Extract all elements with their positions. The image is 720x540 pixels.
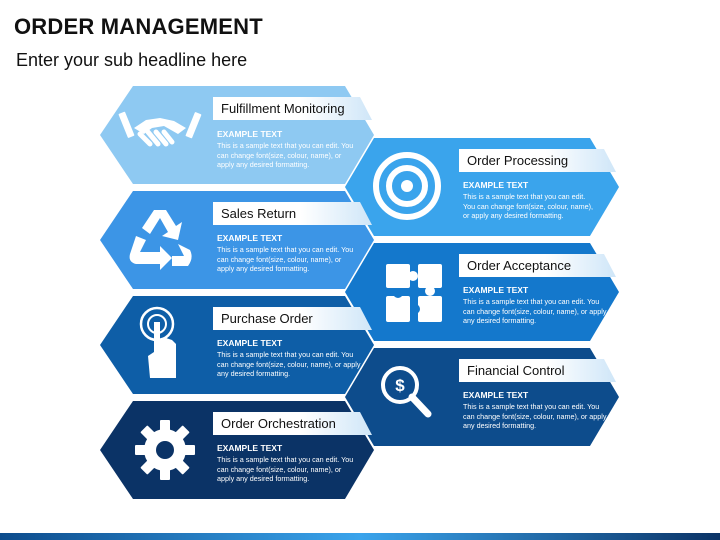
page-title: ORDER MANAGEMENT — [14, 14, 263, 39]
text-body: This is a sample text that you can edit.… — [217, 245, 354, 274]
label-order-processing: Order Processing — [467, 153, 569, 168]
text-heading: EXAMPLE TEXT — [463, 285, 529, 295]
label-purchase-order: Purchase Order — [221, 311, 313, 326]
text-sales-return: EXAMPLE TEXT This is a sample text that … — [217, 233, 357, 274]
text-fulfillment-monitoring: EXAMPLE TEXT This is a sample text that … — [217, 129, 357, 170]
text-body: This is a sample text that you can edit.… — [217, 141, 354, 170]
page-subtitle: Enter your sub headline here — [16, 50, 248, 70]
text-body: This is a sample text that you can edit.… — [217, 455, 354, 484]
text-order-orchestration: EXAMPLE TEXT This is a sample text that … — [217, 443, 359, 484]
label-sales-return: Sales Return — [221, 206, 297, 221]
touch-icon — [139, 306, 176, 378]
text-heading: EXAMPLE TEXT — [463, 180, 529, 190]
text-body: This is a sample text that you can edit.… — [463, 402, 607, 431]
text-body: This is a sample text that you can edit.… — [463, 192, 593, 221]
text-heading: EXAMPLE TEXT — [217, 233, 283, 243]
label-ribbon-sales-return — [213, 202, 372, 225]
text-heading: EXAMPLE TEXT — [217, 129, 283, 139]
label-ribbon-fulfillment — [213, 97, 372, 120]
text-financial-control: EXAMPLE TEXT This is a sample text that … — [463, 390, 609, 431]
label-order-acceptance: Order Acceptance — [467, 258, 572, 273]
label-financial-control: Financial Control — [467, 363, 565, 378]
label-ribbon-order-processing — [459, 149, 616, 172]
text-body: This is a sample text that you can edit.… — [217, 350, 361, 379]
puzzle-icon — [386, 264, 442, 322]
text-purchase-order: EXAMPLE TEXT This is a sample text that … — [217, 338, 363, 379]
money-search-icon: $ — [381, 366, 432, 418]
text-heading: EXAMPLE TEXT — [217, 338, 283, 348]
label-ribbon-order-acceptance — [459, 254, 616, 277]
label-ribbon-purchase-order — [213, 307, 372, 330]
label-ribbon-order-orchestration — [213, 412, 372, 435]
text-heading: EXAMPLE TEXT — [217, 443, 283, 453]
text-order-acceptance: EXAMPLE TEXT This is a sample text that … — [463, 285, 609, 326]
bottom-bar — [0, 533, 720, 540]
text-body: This is a sample text that you can edit.… — [463, 297, 607, 326]
label-order-orchestration: Order Orchestration — [221, 416, 336, 431]
target-icon — [373, 152, 441, 220]
text-heading: EXAMPLE TEXT — [463, 390, 529, 400]
svg-text:$: $ — [395, 376, 405, 395]
label-fulfillment-monitoring: Fulfillment Monitoring — [221, 101, 345, 116]
text-order-processing: EXAMPLE TEXT This is a sample text that … — [463, 180, 599, 221]
handshake-icon — [118, 111, 202, 147]
recycle-icon — [129, 210, 192, 270]
label-ribbon-financial-control — [459, 359, 616, 382]
gear-icon — [135, 420, 195, 480]
